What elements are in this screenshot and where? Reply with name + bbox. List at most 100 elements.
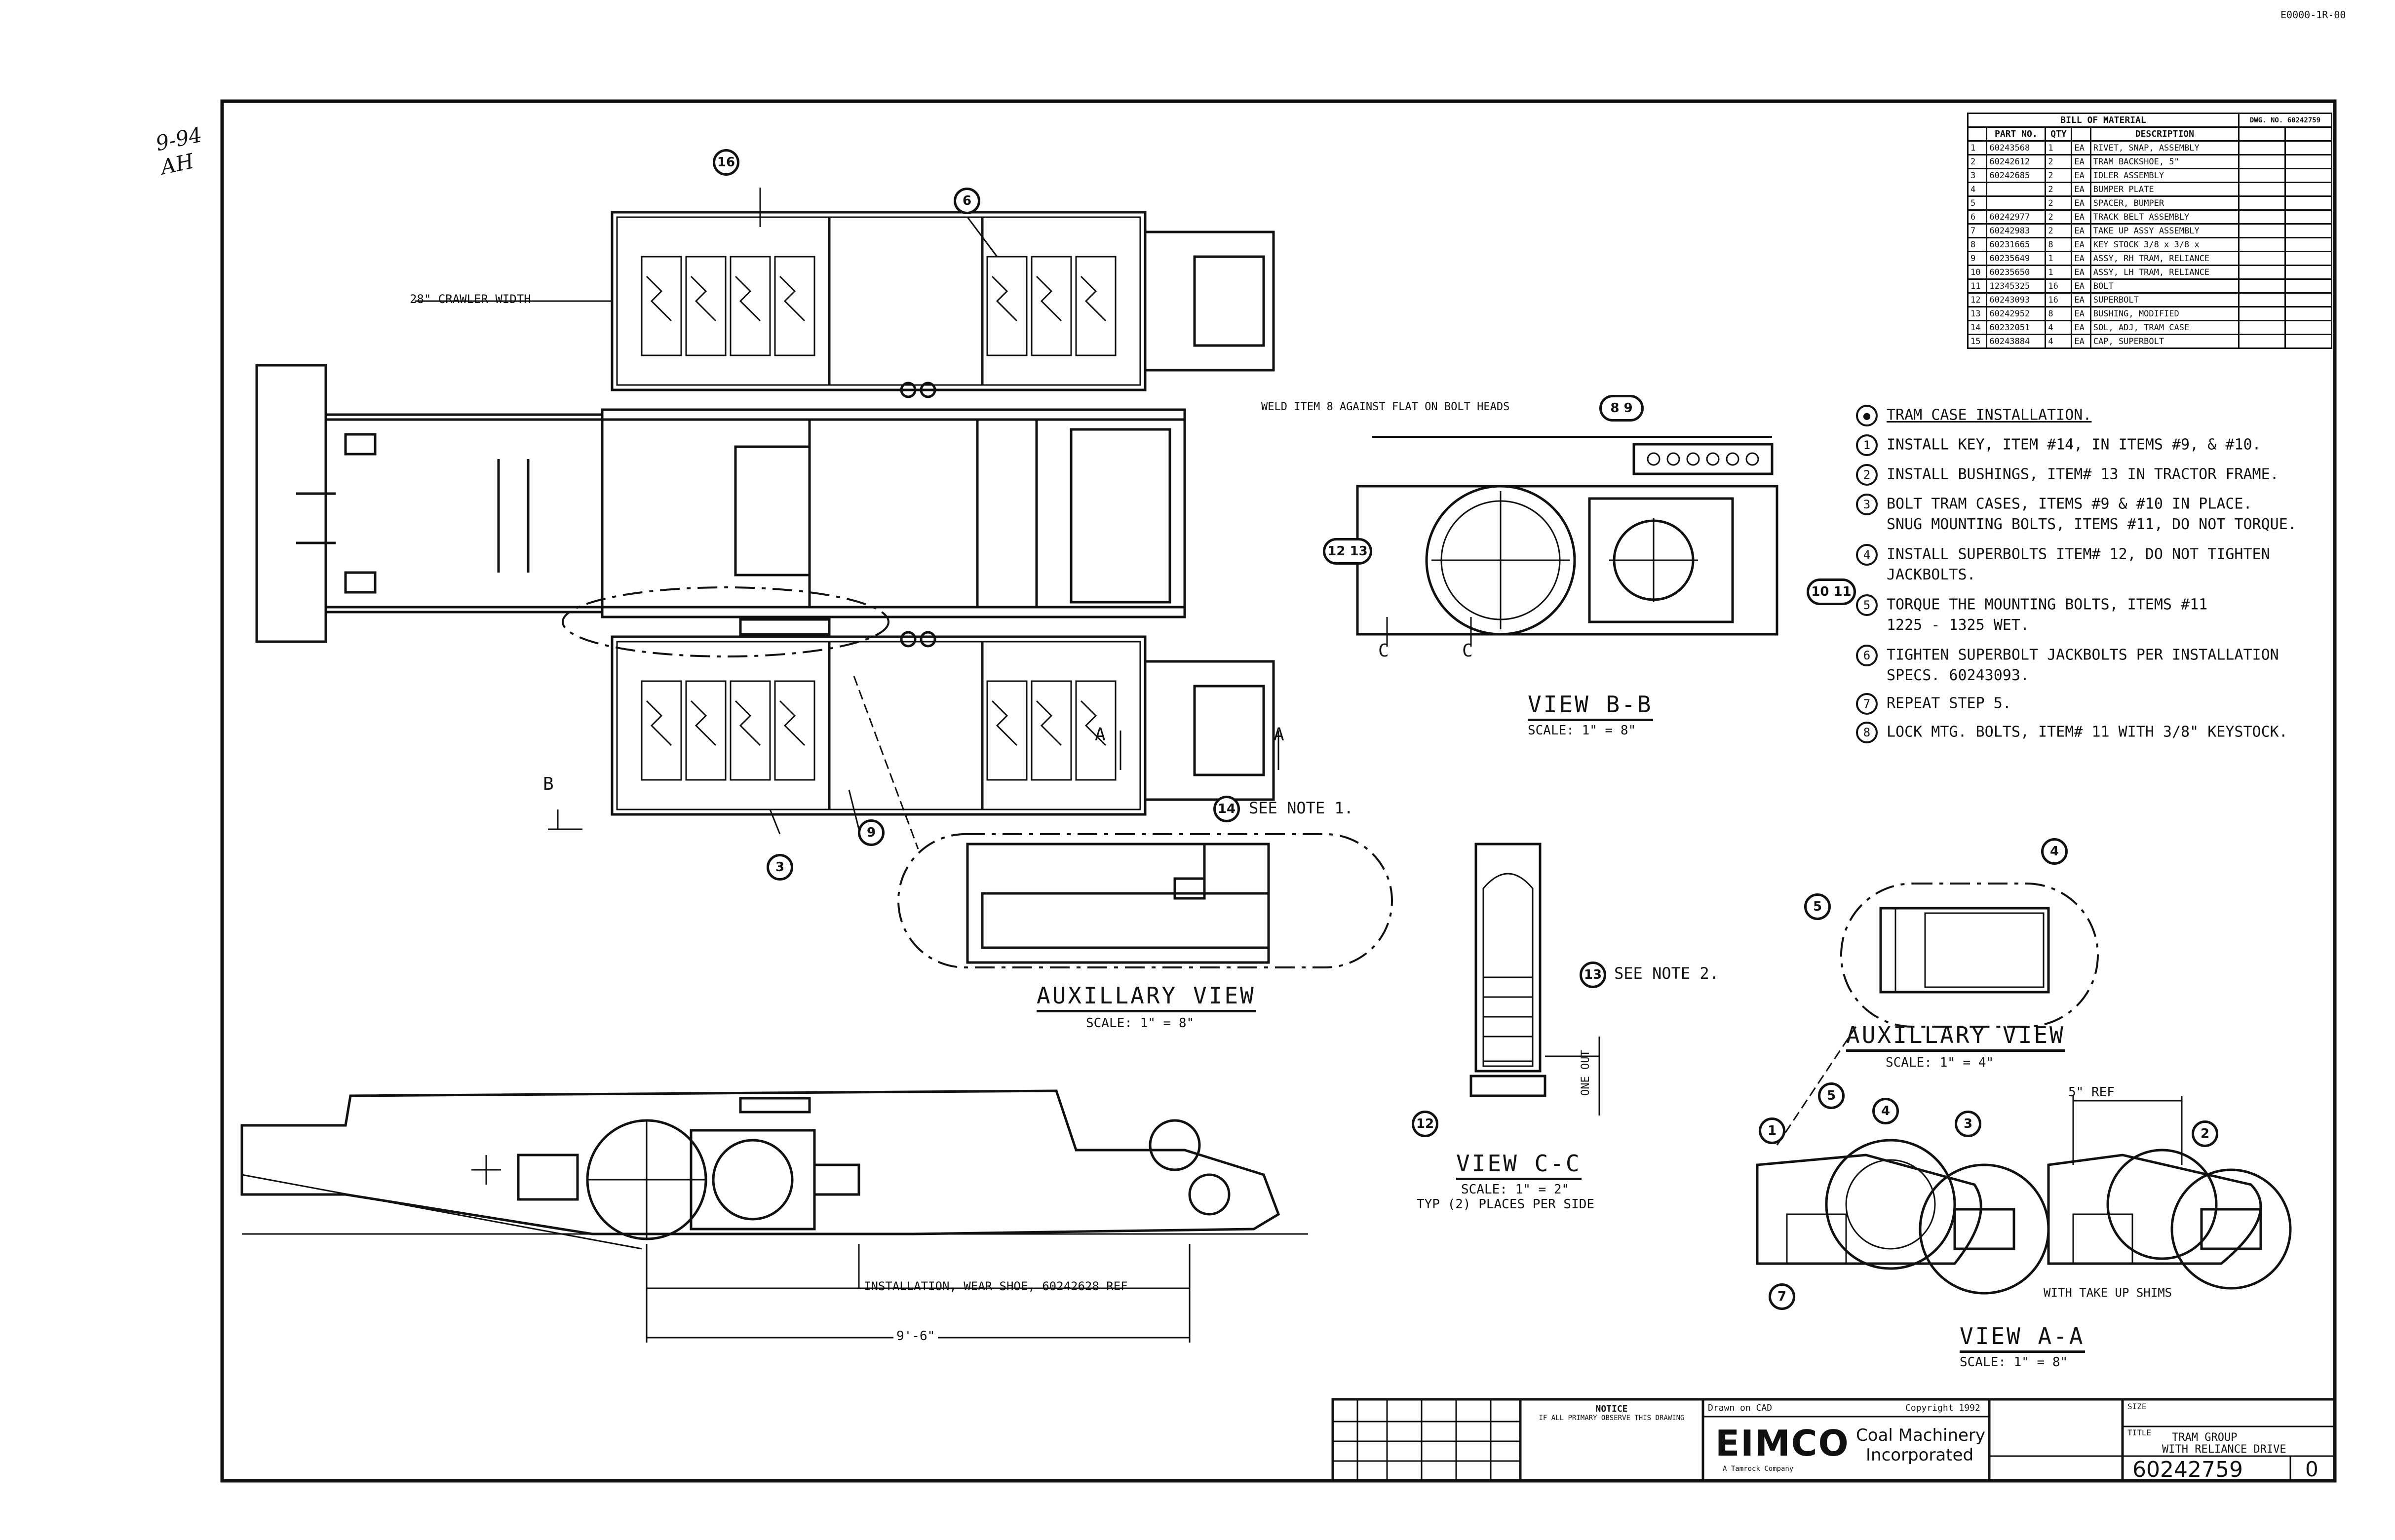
- bom-cell: EA: [2071, 209, 2091, 225]
- note-marker-icon: ●: [1856, 405, 1878, 426]
- bom-cell: BUMPER PLATE: [2089, 182, 2240, 197]
- bom-cell: EA: [2071, 154, 2091, 169]
- bom-cell: [2238, 334, 2286, 349]
- bom-cell: 2: [2045, 182, 2073, 197]
- bom-cell: [2284, 223, 2333, 238]
- callout-4-aux: 4: [2041, 838, 2068, 865]
- bom-cell: RIVET, SNAP, ASSEMBLY: [2089, 140, 2240, 155]
- side-view: [240, 1089, 1308, 1343]
- bom-cell: EA: [2071, 182, 2091, 197]
- bom-cell: [2238, 320, 2286, 335]
- bom-cell: 60243093: [1986, 292, 2047, 308]
- bom-cell: [2284, 278, 2333, 294]
- section-marker-c-left: C: [1378, 641, 1389, 661]
- bom-cell: [2238, 195, 2286, 211]
- bom-column-header: PART NO.: [1986, 126, 2047, 142]
- bom-cell: 60235650: [1986, 265, 2047, 280]
- bom-cell: [2284, 182, 2333, 197]
- bom-cell: 60231665: [1986, 237, 2047, 252]
- bom-cell: EA: [2071, 195, 2091, 211]
- bom-cell: BOLT: [2089, 278, 2240, 294]
- view-c-c-subtitle: TYP (2) PLACES PER SIDE: [1417, 1197, 1595, 1212]
- bom-column-header: [2238, 126, 2286, 142]
- aux-view-1-scale: SCALE: 1" = 8": [1086, 1016, 1195, 1031]
- bom-cell: 13: [1967, 306, 1988, 321]
- bom-cell: [2238, 168, 2286, 183]
- bom-cell: [2284, 306, 2333, 321]
- section-marker-c-right: C: [1462, 641, 1473, 661]
- bom-cell: 2: [1967, 154, 1988, 169]
- bom-cell: 12: [1967, 292, 1988, 308]
- bom-cell: [2238, 154, 2286, 169]
- bom-cell: ASSY, RH TRAM, RELIANCE: [2089, 251, 2240, 266]
- bom-cell: SUPERBOLT: [2089, 292, 2240, 308]
- bom-cell: 60242612: [1986, 154, 2047, 169]
- note-6-cont: SPECS. 60243093.: [1887, 667, 2029, 684]
- bom-cell: [2284, 334, 2333, 349]
- notice-text: IF ALL PRIMARY OBSERVE THIS DRAWING: [1539, 1414, 1685, 1422]
- bom-cell: CAP, SUPERBOLT: [2089, 334, 2240, 349]
- callout-9: 9: [858, 819, 885, 846]
- view-a-a: [1756, 1096, 2292, 1295]
- aux-view-1: [897, 833, 1393, 968]
- bom-cell: 14: [1967, 320, 1988, 335]
- callout-12: 12: [1412, 1111, 1438, 1137]
- bom-dwg-no: DWG. NO. 60242759: [2238, 113, 2333, 128]
- view-b-b-title: VIEW B-B: [1528, 691, 1653, 721]
- callout-13: 13: [1580, 962, 1606, 988]
- bom-cell: 60242977: [1986, 209, 2047, 225]
- bom-cell: 7: [1967, 223, 1988, 238]
- aux-view-2-title: AUXILLARY VIEW: [1846, 1022, 2065, 1052]
- bom-cell: EA: [2071, 278, 2091, 294]
- bom-cell: 10: [1967, 265, 1988, 280]
- bom-cell: [2238, 140, 2286, 155]
- drawing-title-2: WITH RELIANCE DRIVE: [2162, 1443, 2286, 1456]
- bom-cell: SPACER, BUMPER: [2089, 195, 2240, 211]
- bom-cell: [2284, 195, 2333, 211]
- bom-cell: 2: [2045, 195, 2073, 211]
- view-c-c: [1469, 843, 1600, 1116]
- bom-cell: 2: [2045, 168, 2073, 183]
- bom-column-header: [2071, 126, 2091, 142]
- bom-cell: [2238, 278, 2286, 294]
- company-name-line-2: Incorporated: [1866, 1445, 1974, 1465]
- drawing-title-1: TRAM GROUP: [2172, 1431, 2238, 1444]
- bom-cell: [2284, 320, 2333, 335]
- bom-cell: 4: [2045, 334, 2073, 349]
- bom-cell: 2: [2045, 223, 2073, 238]
- bom-cell: 1: [1967, 140, 1988, 155]
- callout-1: 1: [1759, 1117, 1785, 1144]
- bom-column-header: DESCRIPTION: [2089, 126, 2240, 142]
- note-4-cont: JACKBOLTS.: [1887, 566, 1976, 583]
- bom-cell: [2238, 182, 2286, 197]
- bom-cell: [2284, 168, 2333, 183]
- bom-cell: 2: [2045, 209, 2073, 225]
- view-a-a-title: VIEW A-A: [1960, 1323, 2085, 1353]
- crawler-width-label: 28" CRAWLER WIDTH: [410, 292, 531, 306]
- copyright: Copyright 1992: [1905, 1403, 1980, 1413]
- bom-cell: EA: [2071, 334, 2091, 349]
- bom-column-header: [1967, 126, 1988, 142]
- bom-cell: [2284, 265, 2333, 280]
- callout-2: 2: [2192, 1120, 2218, 1147]
- aux-view-2: [1776, 883, 2099, 1146]
- ref-dimension: 5" REF: [2068, 1085, 2115, 1100]
- callout-10-11: 10 11: [1807, 578, 1856, 605]
- callout-5-aux: 5: [1804, 893, 1831, 920]
- length-dimension: 9'-6": [893, 1329, 938, 1344]
- bom-cell: 15: [1967, 334, 1988, 349]
- bom-cell: TRACK BELT ASSEMBLY: [2089, 209, 2240, 225]
- vertical-dimension: ONE OUT: [1580, 1050, 1592, 1096]
- bom-cell: EA: [2071, 223, 2091, 238]
